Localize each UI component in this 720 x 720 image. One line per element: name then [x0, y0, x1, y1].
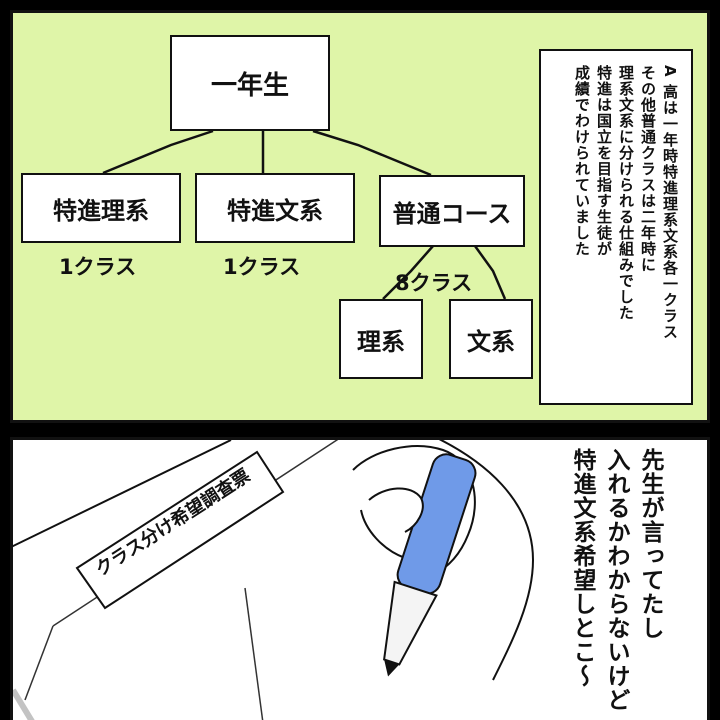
- humanities-special-box: 特進文系: [195, 173, 355, 243]
- regular-science-box: 理系: [339, 299, 423, 379]
- connector-root-regular: [312, 129, 432, 177]
- regular-humanities-label: 文系: [467, 327, 515, 356]
- connector-root-science: [102, 129, 214, 175]
- note-line: 成績でわけられていました: [573, 65, 591, 257]
- science-special-box: 特進理系: [21, 173, 181, 243]
- regular-label: 普通コース: [392, 199, 512, 228]
- note-line: 特進は国立を目指す生徒が: [595, 65, 613, 257]
- regular-box: 普通コース: [379, 175, 525, 247]
- science-special-count: 1クラス: [59, 255, 137, 279]
- note-line: 理系文系に分けられる仕組みでした: [617, 65, 635, 321]
- note-line: その他普通クラスは二年時に: [639, 65, 657, 273]
- regular-humanities-box: 文系: [449, 299, 533, 379]
- regular-count: 8クラス: [395, 271, 473, 295]
- speech-line: 特進文系希望しとこ〜: [569, 448, 595, 688]
- diagram-connectors: [102, 129, 507, 300]
- form-drawing: [13, 440, 535, 720]
- bottom-panel: クラス分け希望調査票 先生が言ってたし 入れるかわからないけど 特進文系希望しと…: [10, 437, 710, 720]
- connector-regular-humanities: [473, 245, 507, 300]
- science-special-label: 特進理系: [53, 196, 149, 225]
- speech-line: 入れるかわからないけど: [603, 448, 629, 712]
- humanities-special-count: 1クラス: [223, 255, 301, 279]
- humanities-special-label: 特進文系: [227, 196, 323, 225]
- explanation-note: A 高は一年時特進理系文系各一クラス その他普通クラスは二年時に 理系文系に分け…: [539, 49, 693, 405]
- connector-regular-science: [382, 245, 434, 300]
- regular-science-label: 理系: [357, 327, 405, 356]
- top-panel: 一年生 特進理系 1クラス 特進文系 1クラス 普通コース 8クラス 理系 文系…: [10, 10, 710, 423]
- root-label: 一年生: [210, 70, 289, 101]
- note-line: A 高は一年時特進理系文系各一クラス: [661, 65, 679, 340]
- speech-text: 先生が言ってたし 入れるかわからないけど 特進文系希望しとこ〜: [565, 448, 667, 718]
- speech-line: 先生が言ってたし: [637, 448, 663, 640]
- root-box: 一年生: [170, 35, 330, 131]
